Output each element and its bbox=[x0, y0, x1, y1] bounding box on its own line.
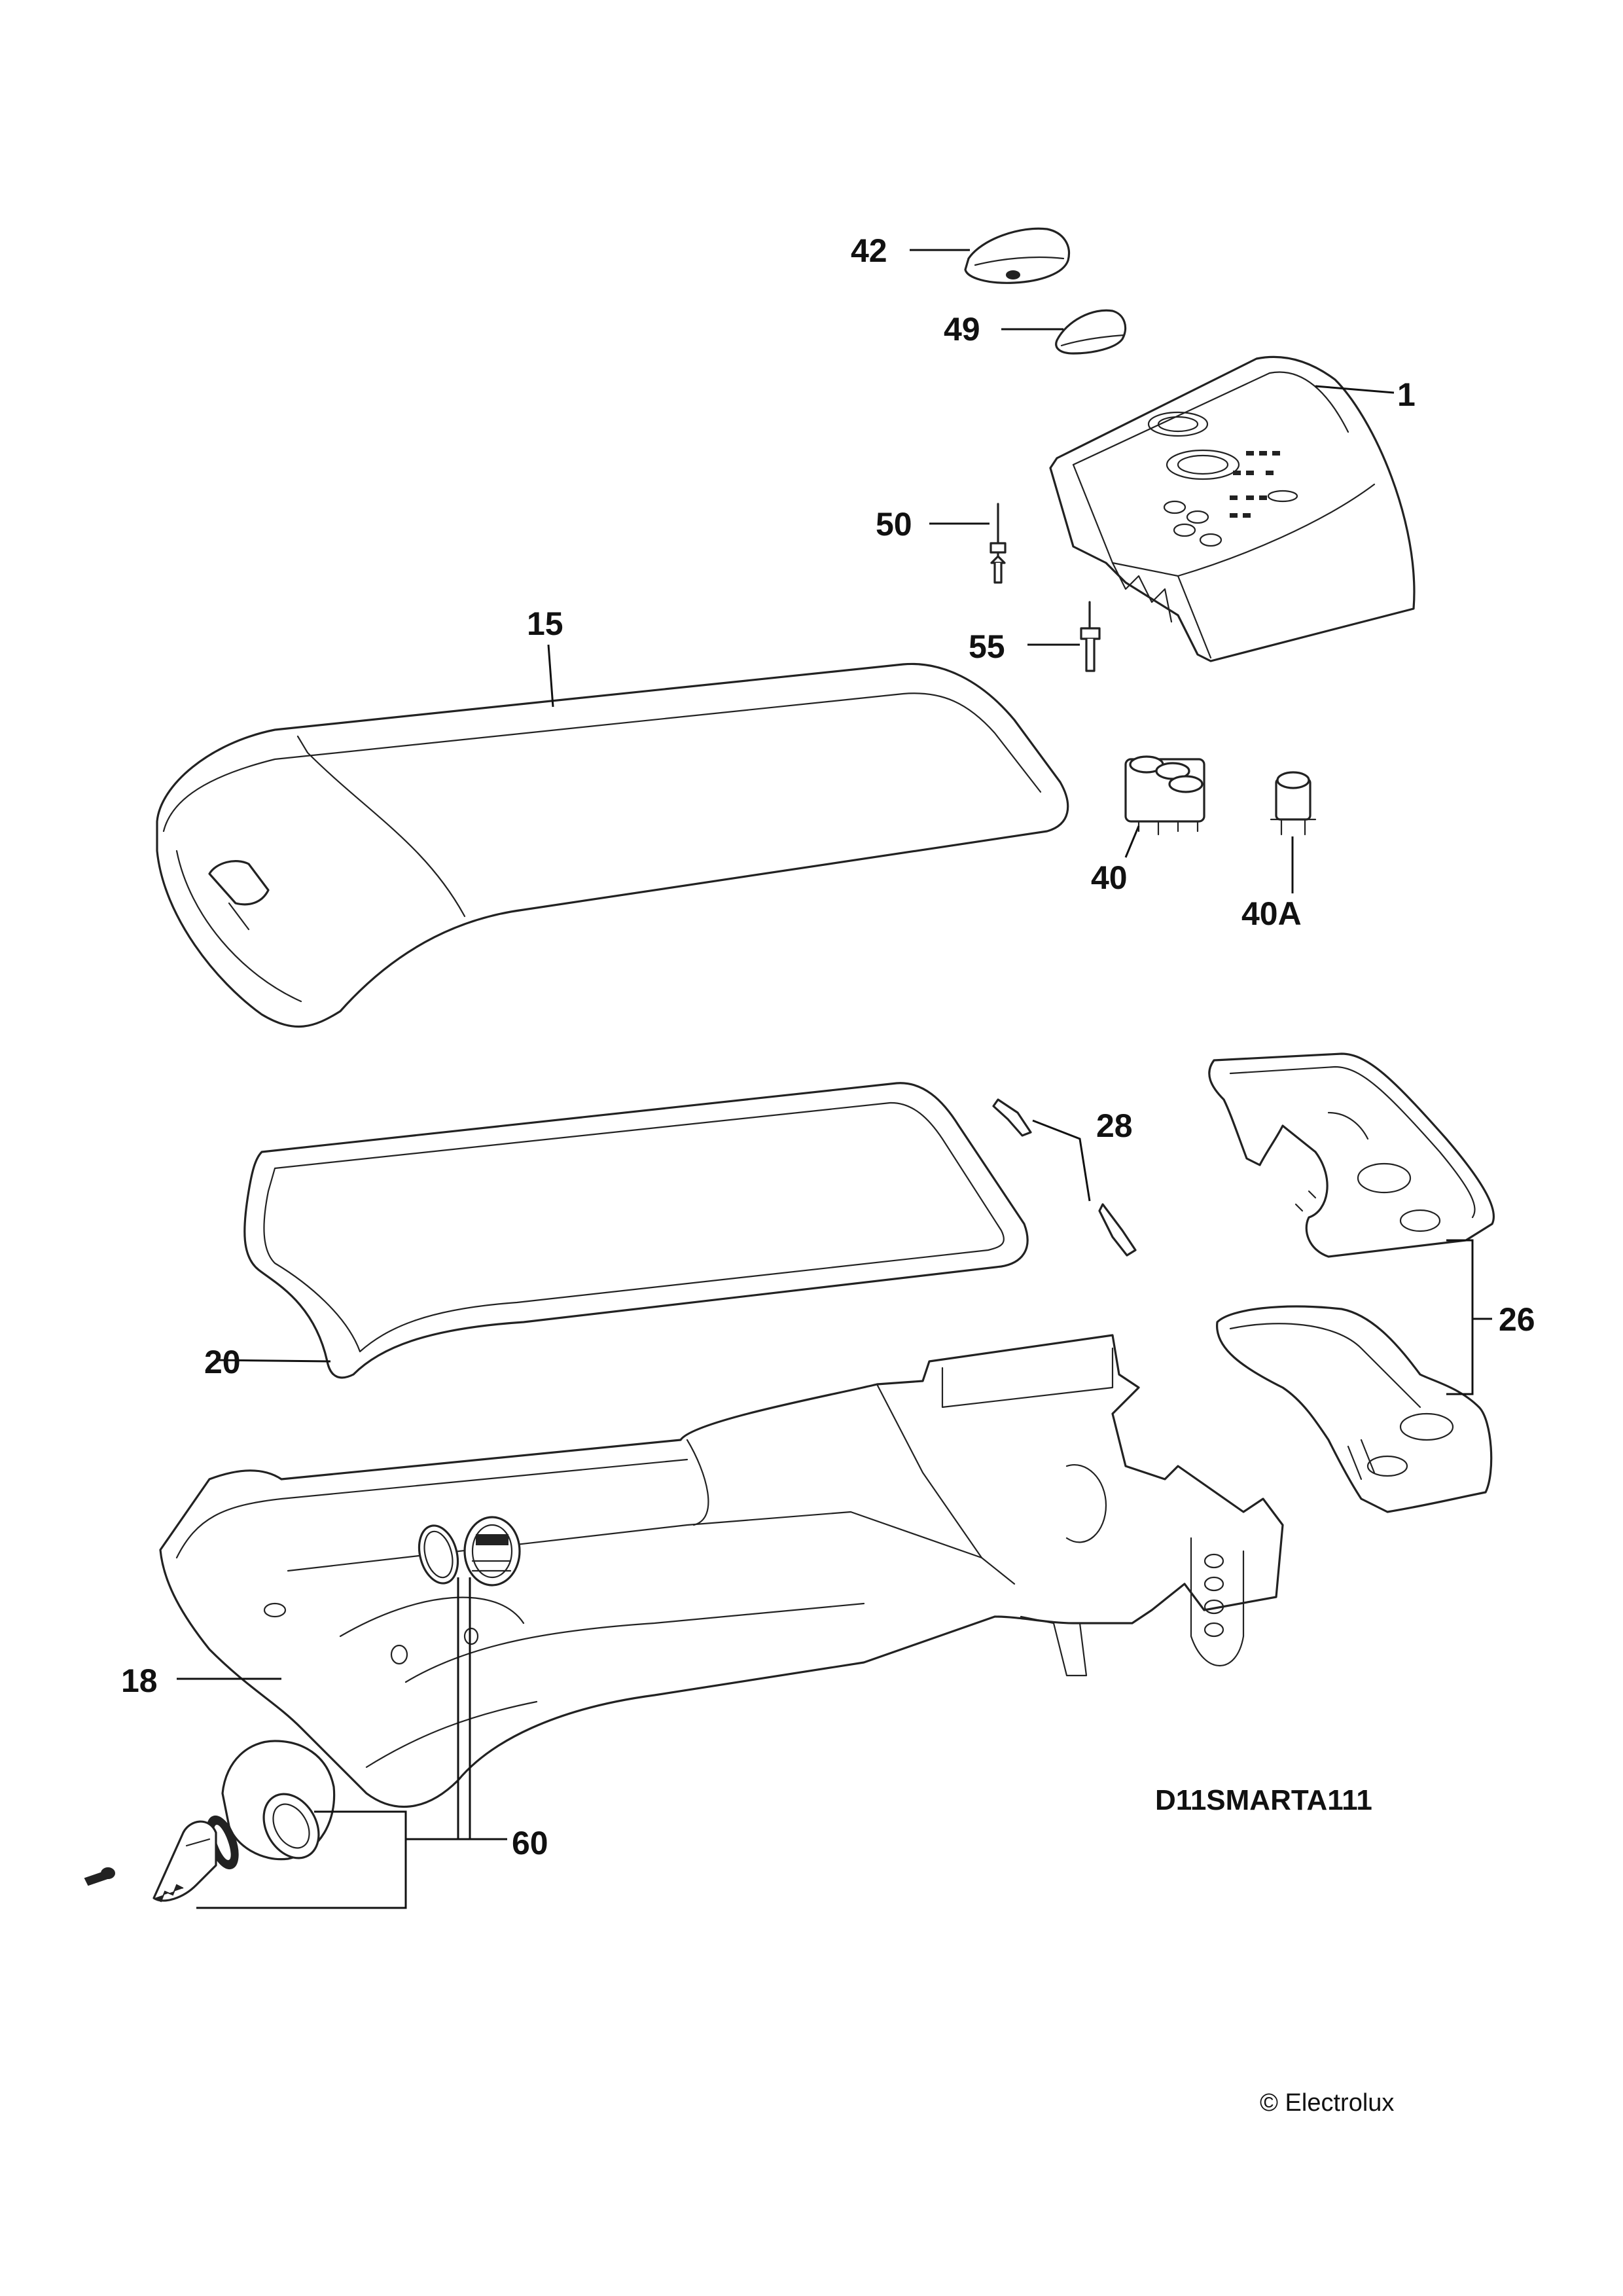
callout-50: 50 bbox=[876, 506, 912, 543]
part-1-control-panel bbox=[1049, 355, 1416, 662]
callout-1: 1 bbox=[1397, 376, 1416, 413]
callout-49: 49 bbox=[944, 311, 980, 348]
callout-40: 40 bbox=[1091, 859, 1128, 896]
leader-26 bbox=[1446, 1239, 1492, 1395]
part-50-pin bbox=[990, 503, 1007, 584]
callout-42: 42 bbox=[851, 232, 887, 269]
drawing-code: D11SMARTA111 bbox=[1155, 1784, 1372, 1816]
callout-55: 55 bbox=[969, 628, 1005, 665]
callout-60: 60 bbox=[512, 1825, 548, 1861]
leader-40 bbox=[1124, 825, 1140, 858]
part-60-hose-elbow bbox=[221, 1740, 336, 1861]
leader-28 bbox=[1032, 1119, 1091, 1202]
part-55-pin bbox=[1080, 601, 1101, 672]
part-15-lid bbox=[156, 662, 1069, 1028]
part-40-switch bbox=[1124, 755, 1205, 836]
part-42-knob bbox=[964, 227, 1070, 284]
part-60-nozzle bbox=[152, 1820, 217, 1903]
leader-15 bbox=[547, 644, 554, 708]
part-40a-switch bbox=[1270, 771, 1317, 836]
part-60-coupler bbox=[463, 1516, 521, 1587]
part-26-lower-bracket bbox=[1216, 1305, 1493, 1513]
copyright-notice: © Electrolux bbox=[1260, 2089, 1394, 2117]
callout-28: 28 bbox=[1096, 1107, 1133, 1144]
part-49-knob bbox=[1055, 309, 1127, 355]
part-20-gasket bbox=[243, 1082, 1029, 1379]
callout-26: 26 bbox=[1499, 1301, 1535, 1338]
leader-60 bbox=[196, 1577, 507, 1909]
callout-20: 20 bbox=[204, 1344, 241, 1380]
callout-15: 15 bbox=[527, 605, 563, 642]
leader-1 bbox=[1315, 385, 1395, 394]
callout-40a: 40A bbox=[1241, 895, 1302, 932]
part-18-dispenser-tray bbox=[159, 1334, 1284, 1808]
part-60-seal-ring bbox=[418, 1524, 459, 1585]
part-26-upper-bracket bbox=[1208, 1052, 1495, 1258]
leader-20 bbox=[215, 1359, 331, 1363]
part-28-hinge-pins bbox=[992, 1098, 1137, 1257]
callout-18: 18 bbox=[121, 1662, 158, 1699]
part-60-screw bbox=[84, 1867, 115, 1886]
